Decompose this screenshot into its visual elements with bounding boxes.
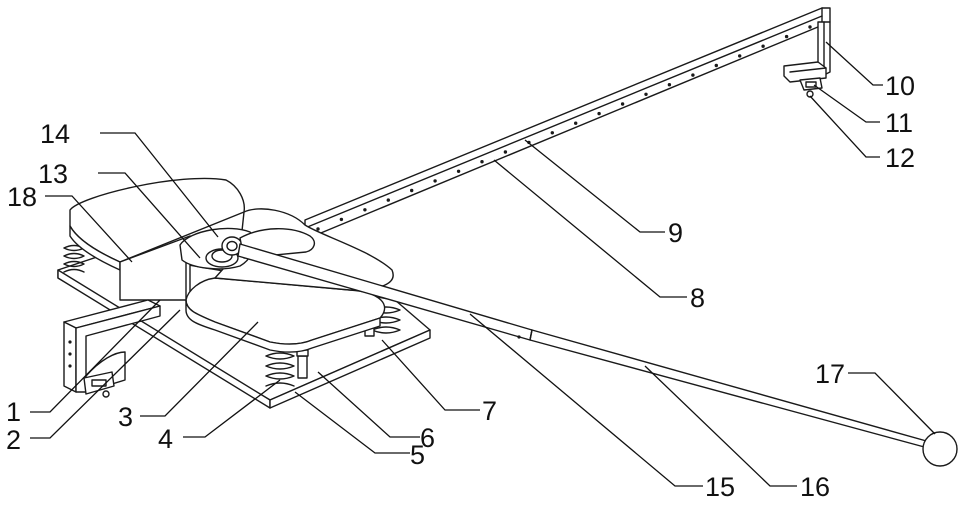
rail-hole <box>574 122 577 125</box>
rail-hole <box>668 83 671 86</box>
rail-hole <box>808 25 811 28</box>
callout-6: 6 <box>420 423 435 453</box>
rail-hole <box>387 198 390 201</box>
rail-hole <box>738 54 741 57</box>
rail-hole <box>715 64 718 67</box>
callout-12: 12 <box>885 143 915 173</box>
callout-3: 3 <box>118 402 133 432</box>
rail-hole <box>785 35 788 38</box>
callout-18: 18 <box>7 182 37 212</box>
perforated-rail <box>305 8 830 235</box>
rail-hole <box>597 112 600 115</box>
callout-10: 10 <box>885 71 915 101</box>
callout-17: 17 <box>815 359 845 389</box>
rail-hole <box>433 179 436 182</box>
rail-hole <box>410 189 413 192</box>
callout-16: 16 <box>800 472 830 502</box>
rail-hole <box>457 170 460 173</box>
rail-hole <box>504 150 507 153</box>
callout-2: 2 <box>6 425 21 455</box>
callout-15: 15 <box>705 472 735 502</box>
callout-8: 8 <box>690 283 705 313</box>
rail-hole <box>644 93 647 96</box>
callout-7: 7 <box>482 396 497 426</box>
rail-hole <box>480 160 483 163</box>
callout-13: 13 <box>38 159 68 189</box>
rail-hole <box>316 227 319 230</box>
callout-9: 9 <box>668 218 683 248</box>
callout-1: 1 <box>6 397 21 427</box>
rail-hole <box>551 131 554 134</box>
rail-hole <box>340 218 343 221</box>
rail-hole <box>363 208 366 211</box>
rail-hole <box>761 45 764 48</box>
rail-hole <box>691 73 694 76</box>
callout-11: 11 <box>885 108 913 138</box>
rail-hole <box>621 102 624 105</box>
callout-4: 4 <box>158 424 173 454</box>
callout-14: 14 <box>40 119 70 149</box>
